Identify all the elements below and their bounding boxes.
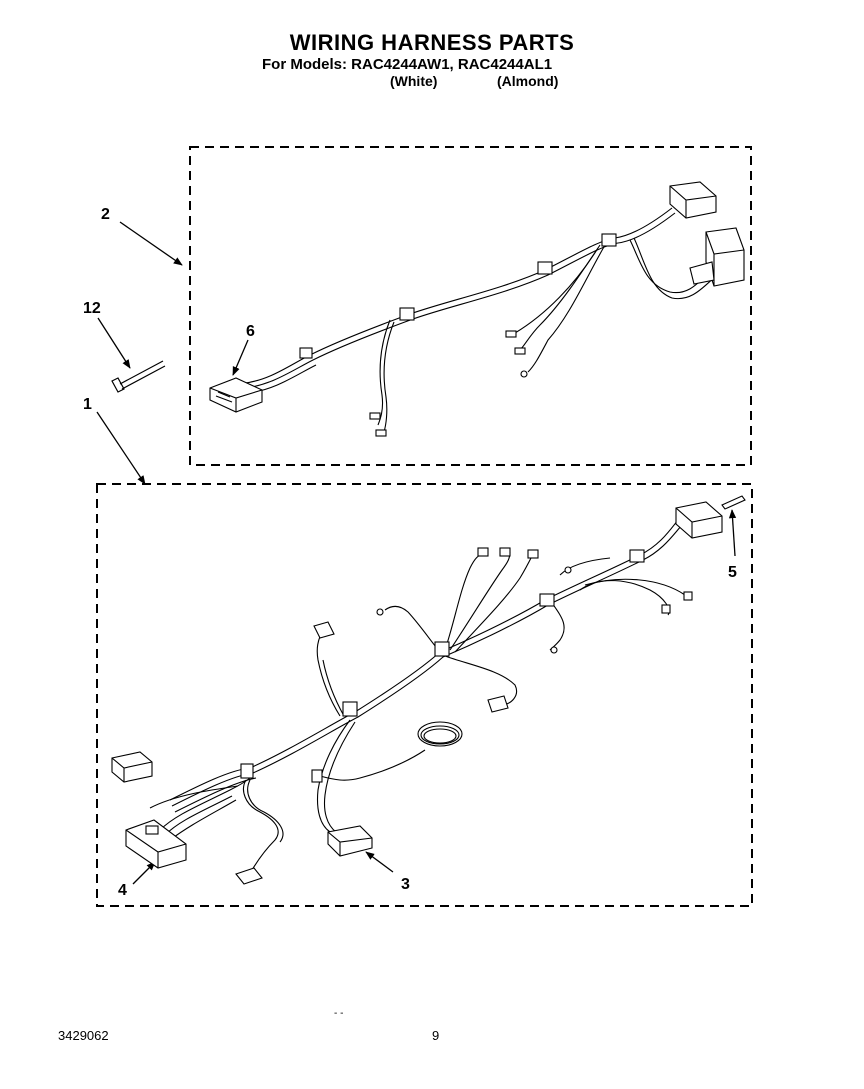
page-title: WIRING HARNESS PARTS: [289, 30, 575, 55]
callout-3: 3: [401, 876, 410, 893]
document-number: 3429062: [58, 1028, 109, 1043]
callout-6: 6: [246, 323, 255, 340]
leader-2: [119, 221, 183, 266]
leader-3: [365, 851, 394, 873]
callout-5: 5: [728, 564, 737, 581]
cable-tie: [111, 360, 166, 393]
leader-12: [97, 317, 131, 369]
callout-1: 1: [83, 396, 92, 413]
model-color-almond: (Almond): [497, 73, 559, 89]
callout-12: 12: [83, 300, 101, 317]
callout-2: 2: [101, 206, 110, 223]
models-line: For Models: RAC4244AW1, RAC4244AL1: [262, 56, 553, 73]
page-marks: - -: [334, 1008, 344, 1019]
lower-harness: [111, 495, 746, 885]
upper-harness: [209, 181, 745, 437]
page-number: 9: [432, 1028, 440, 1043]
upper-harness-box: [189, 146, 752, 466]
model-color-white: (White): [390, 73, 438, 89]
callout-4: 4: [118, 882, 127, 899]
leader-1: [96, 411, 146, 485]
lower-harness-box: [96, 483, 753, 907]
leader-6: [232, 339, 249, 376]
leader-5: [728, 509, 737, 557]
leader-4: [132, 861, 156, 885]
